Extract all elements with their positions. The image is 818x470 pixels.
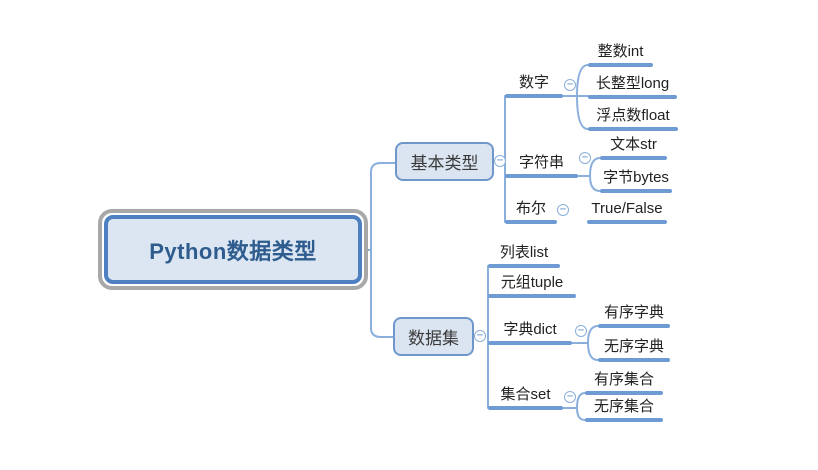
topic-long-underline xyxy=(588,95,677,99)
bracket-number-bottom xyxy=(576,95,589,130)
bracket-number-top xyxy=(576,64,589,97)
collapse-toggle-set[interactable]: − xyxy=(564,391,576,403)
collapse-toggle-bool[interactable]: − xyxy=(557,204,569,216)
topic-float[interactable]: 浮点数float xyxy=(588,107,678,131)
root-topic[interactable]: Python数据类型 xyxy=(98,209,368,290)
topic-tuple[interactable]: 元组tuple xyxy=(488,274,576,298)
topic-true-false[interactable]: True/False xyxy=(587,200,667,224)
branch-dataset-label: 数据集 xyxy=(408,329,459,348)
topic-float-underline xyxy=(588,127,678,131)
topic-bytes[interactable]: 字节bytes xyxy=(600,169,672,193)
bracket-dict-top xyxy=(587,325,599,344)
topic-set-underline xyxy=(488,406,563,410)
topic-list-label: 列表list xyxy=(499,244,549,261)
topic-string[interactable]: 字符串 xyxy=(505,154,578,178)
trunk-branches xyxy=(370,162,396,338)
collapse-toggle-dataset[interactable]: − xyxy=(474,330,486,342)
branch-dataset[interactable]: 数据集 xyxy=(393,317,474,356)
topic-float-label: 浮点数float xyxy=(596,107,670,124)
topic-int-label: 整数int xyxy=(597,43,644,60)
topic-number-underline xyxy=(505,94,563,98)
minus-icon: − xyxy=(566,78,574,90)
minus-icon: − xyxy=(566,390,574,402)
branch-basic-types[interactable]: 基本类型 xyxy=(395,142,494,181)
collapse-toggle-basic-types[interactable]: − xyxy=(494,155,506,167)
bracket-string-top xyxy=(589,157,601,177)
topic-ordered-set[interactable]: 有序集合 xyxy=(585,371,663,395)
root-topic-label: Python数据类型 xyxy=(149,238,317,264)
topic-set[interactable]: 集合set xyxy=(488,386,563,410)
topic-number[interactable]: 数字 xyxy=(505,74,563,98)
topic-dict[interactable]: 字典dict xyxy=(488,321,572,345)
topic-bool[interactable]: 布尔 xyxy=(505,200,557,224)
topic-string-underline xyxy=(505,174,578,178)
topic-true-false-label: True/False xyxy=(591,200,663,217)
topic-bytes-underline xyxy=(600,189,672,193)
bracket-set-bottom xyxy=(576,407,586,421)
collapse-toggle-number[interactable]: − xyxy=(564,79,576,91)
topic-unordered-set-underline xyxy=(585,418,663,422)
topic-bytes-label: 字节bytes xyxy=(603,169,669,186)
topic-int-underline xyxy=(588,63,653,67)
topic-dict-underline xyxy=(488,341,572,345)
topic-long-label: 长整型long xyxy=(595,75,670,92)
topic-unordered-dict-label: 无序字典 xyxy=(603,338,664,355)
branch-basic-types-label: 基本类型 xyxy=(410,154,479,173)
root-topic-box: Python数据类型 xyxy=(104,215,362,284)
topic-bool-label: 布尔 xyxy=(515,200,546,217)
topic-int[interactable]: 整数int xyxy=(588,43,653,67)
collapse-toggle-dict[interactable]: − xyxy=(575,325,587,337)
topic-tuple-underline xyxy=(488,294,576,298)
topic-unordered-set[interactable]: 无序集合 xyxy=(585,398,663,422)
minus-icon: − xyxy=(581,151,589,163)
topic-dict-label: 字典dict xyxy=(503,321,557,338)
topic-ordered-dict-underline xyxy=(598,324,670,328)
topic-unordered-dict-underline xyxy=(598,358,670,362)
minus-icon: − xyxy=(496,154,504,166)
topic-str-underline xyxy=(600,156,667,160)
topic-long[interactable]: 长整型long xyxy=(588,75,677,99)
topic-list-underline xyxy=(488,264,560,268)
collapse-toggle-string[interactable]: − xyxy=(579,152,591,164)
topic-ordered-set-label: 有序集合 xyxy=(593,371,654,388)
topic-number-label: 数字 xyxy=(518,74,549,91)
topic-unordered-set-label: 无序集合 xyxy=(593,398,654,415)
bracket-set-top xyxy=(576,392,586,409)
minus-icon: − xyxy=(476,329,484,341)
topic-unordered-dict[interactable]: 无序字典 xyxy=(598,338,670,362)
topic-true-false-underline xyxy=(587,220,667,224)
topic-ordered-dict-label: 有序字典 xyxy=(603,304,664,321)
topic-ordered-dict[interactable]: 有序字典 xyxy=(598,304,670,328)
topic-bool-underline xyxy=(505,220,557,224)
minus-icon: − xyxy=(559,203,567,215)
topic-string-label: 字符串 xyxy=(518,154,564,171)
topic-str-label: 文本str xyxy=(610,136,657,153)
topic-str[interactable]: 文本str xyxy=(600,136,667,160)
topic-list[interactable]: 列表list xyxy=(488,244,560,268)
topic-tuple-label: 元组tuple xyxy=(500,274,564,291)
topic-ordered-set-underline xyxy=(585,391,663,395)
bracket-string-bottom xyxy=(589,175,601,192)
minus-icon: − xyxy=(577,324,585,336)
topic-set-label: 集合set xyxy=(500,386,551,403)
bracket-dict-bottom xyxy=(587,342,599,361)
